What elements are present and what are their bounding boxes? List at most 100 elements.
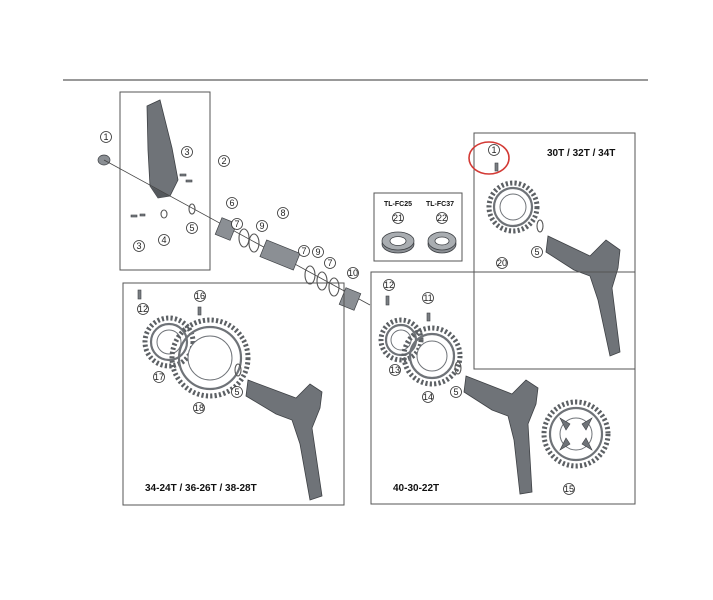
single-ring-box [473, 132, 636, 370]
seals-part-7-9 [238, 228, 260, 253]
callout-number: 7 [301, 246, 306, 256]
callout-number: 15 [564, 484, 574, 494]
chainring-part-14 [401, 325, 463, 387]
chainring-part-13 [378, 317, 424, 363]
callout-part-1: 1 [488, 144, 500, 156]
tool-tl-fc25-label: TL-FC25 [384, 201, 412, 208]
callout-number: 20 [497, 258, 507, 268]
callout-number: 7 [234, 219, 239, 229]
callout-part-11: 11 [422, 292, 434, 304]
callout-number: 22 [437, 213, 447, 223]
bolts-part-3-lower [130, 213, 146, 218]
callout-part-10: 10 [347, 267, 359, 279]
callout-part-15: 15 [563, 483, 575, 495]
callout-part-20: 20 [496, 257, 508, 269]
callout-number: 17 [154, 372, 164, 382]
triple-ring-label: 40-30-22T [393, 483, 439, 494]
callout-number: 9 [259, 221, 264, 231]
callout-part-16: 16 [194, 290, 206, 302]
callout-part-1: 1 [100, 131, 112, 143]
callout-part-14: 14 [422, 391, 434, 403]
callout-number: 5 [189, 223, 194, 233]
callout-part-5: 5 [231, 386, 243, 398]
callout-part-8: 8 [277, 207, 289, 219]
callout-number: 1 [103, 132, 108, 142]
callout-part-5: 5 [531, 246, 543, 258]
callout-part-13: 13 [389, 364, 401, 376]
callout-part-2: 2 [218, 155, 230, 167]
callout-number: 3 [136, 241, 141, 251]
callout-number: 12 [384, 280, 394, 290]
left-arm-box [119, 91, 211, 271]
tool-tl-fc25: TL-FC25 [381, 201, 415, 254]
callout-part-5: 5 [450, 386, 462, 398]
chainring-part-17 [142, 315, 196, 369]
callout-number: 2 [221, 156, 226, 166]
chainring-part-18 [169, 317, 251, 399]
callout-number: 13 [390, 365, 400, 375]
callout-number: 21 [393, 213, 403, 223]
washer-part-5-left [188, 203, 196, 215]
callout-part-7: 7 [231, 218, 243, 230]
bb-cup-part-10 [338, 287, 362, 311]
triple-ring-box [370, 271, 636, 505]
callout-part-5: 5 [186, 222, 198, 234]
callout-number: 5 [234, 387, 239, 397]
callout-number: 3 [184, 147, 189, 157]
chainring-single [486, 180, 540, 234]
callout-number: 11 [423, 293, 432, 303]
tool-tl-fc37-label: TL-FC37 [426, 201, 454, 208]
washer-part-5-triple [454, 361, 462, 375]
bolt-part-12-left [137, 289, 142, 300]
highlight-circle [468, 141, 510, 175]
tools-box [373, 192, 463, 262]
callout-number: 14 [423, 392, 433, 402]
callout-number: 18 [194, 403, 204, 413]
callout-number: 10 [348, 268, 358, 278]
double-ring-box [122, 282, 345, 506]
callout-number: 12 [138, 304, 148, 314]
double-ring-label: 34-24T / 36-26T / 38-28T [145, 483, 257, 494]
callout-number: 7 [327, 258, 332, 268]
right-crank-double [245, 379, 323, 501]
callout-part-7: 7 [324, 257, 336, 269]
callout-part-22: 22 [436, 212, 448, 224]
callout-part-6: 6 [226, 197, 238, 209]
washer-part-4 [160, 209, 168, 219]
bolt-part-1-right [494, 162, 499, 172]
callout-number: 6 [229, 198, 234, 208]
callout-number: 9 [315, 247, 320, 257]
washer-part-5-single [536, 219, 544, 233]
callout-part-12: 12 [137, 303, 149, 315]
callout-part-3: 3 [181, 146, 193, 158]
callout-number: 8 [280, 208, 285, 218]
callout-number: 5 [534, 247, 539, 257]
callout-part-4: 4 [158, 234, 170, 246]
single-ring-label: 30T / 32T / 34T [547, 148, 615, 159]
callout-part-21: 21 [392, 212, 404, 224]
callout-part-9: 9 [312, 246, 324, 258]
bolt-part-11 [426, 312, 431, 322]
bolt-part-16 [197, 306, 202, 316]
bb-sleeve-part-8 [259, 239, 301, 271]
tool-tl-fc37: TL-FC37 [426, 201, 457, 254]
callout-part-9: 9 [256, 220, 268, 232]
callout-number: 16 [195, 291, 205, 301]
callout-part-18: 18 [193, 402, 205, 414]
callout-part-17: 17 [153, 371, 165, 383]
seals-part-7-9-b [304, 265, 340, 297]
bolts-part-3-upper [179, 173, 193, 183]
callout-number: 1 [491, 145, 496, 155]
callout-part-12: 12 [383, 279, 395, 291]
right-crank-single [545, 235, 621, 357]
bolt-part-12-right [385, 295, 390, 306]
callout-part-7: 7 [298, 245, 310, 257]
chainring-part-15 [541, 399, 611, 469]
callout-part-3: 3 [133, 240, 145, 252]
callout-number: 4 [161, 235, 166, 245]
washer-part-5-double [234, 363, 242, 377]
callout-number: 5 [453, 387, 458, 397]
right-crank-triple [463, 375, 539, 495]
